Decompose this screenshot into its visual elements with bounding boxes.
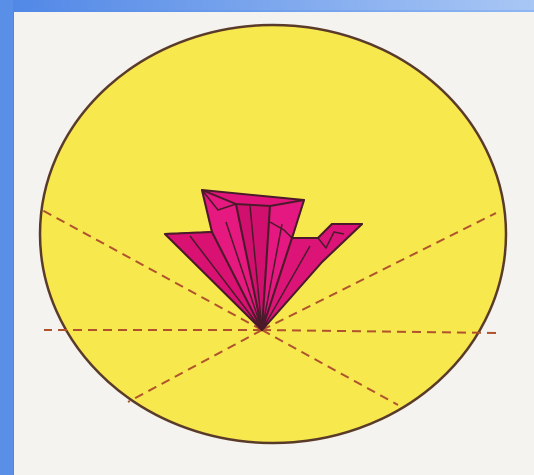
frame-left-strip — [0, 0, 13, 475]
frame-top-gradient — [0, 0, 534, 10]
